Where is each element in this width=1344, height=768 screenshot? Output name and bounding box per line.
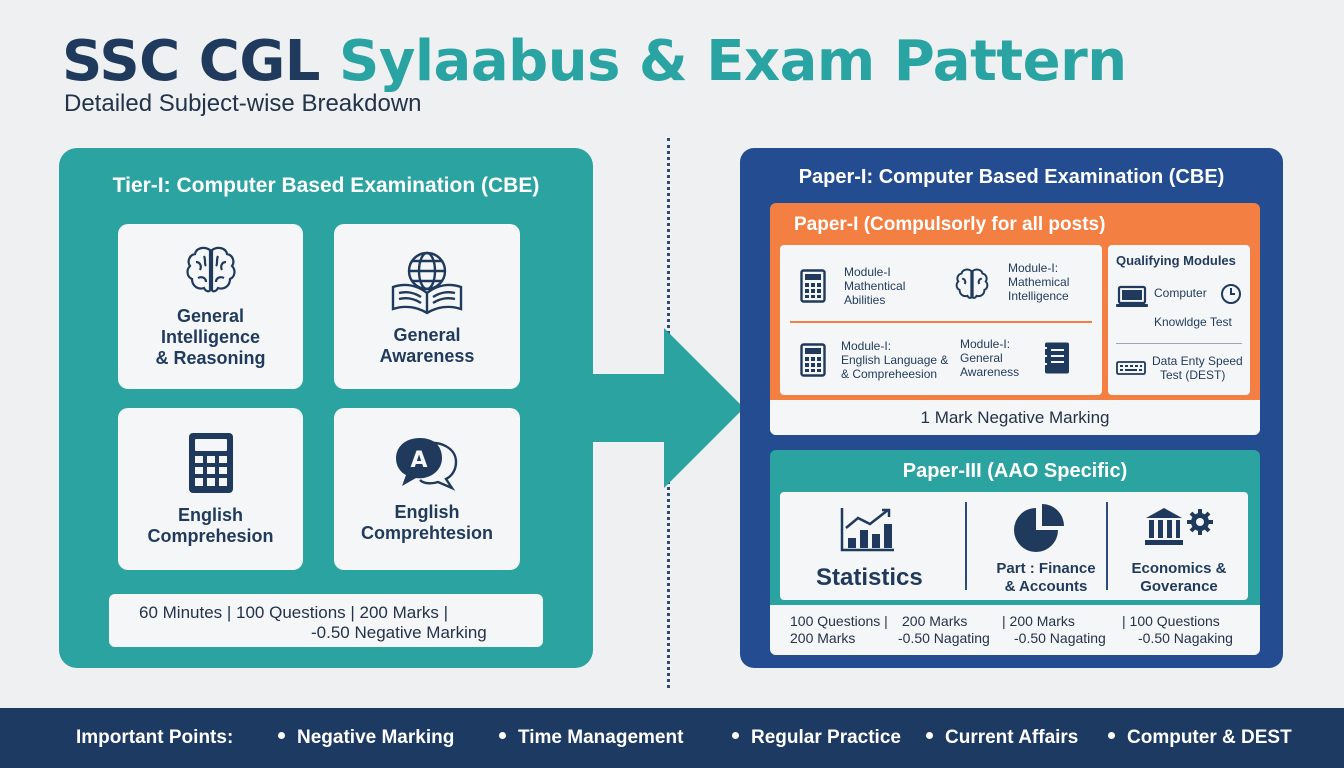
qualifying-computer: Computer bbox=[1154, 286, 1207, 300]
aao-sections: Statistics Part : Finance& Accounts Econ bbox=[780, 492, 1248, 600]
brain-icon bbox=[955, 268, 989, 299]
aao-separator bbox=[1106, 502, 1108, 590]
qualifying-separator bbox=[1116, 343, 1242, 344]
bullet-icon bbox=[499, 732, 506, 740]
speech-bubble-icon: A bbox=[396, 438, 458, 491]
card-label: General Intelligence & Reasoning bbox=[155, 306, 266, 368]
calculator-icon bbox=[800, 269, 826, 303]
tier1-footer-line1: 60 Minutes | 100 Questions | 200 Marks | bbox=[139, 603, 449, 622]
paper1-negative-marking: 1 Mark Negative Marking bbox=[770, 400, 1260, 435]
card-label: English Comprehesion bbox=[147, 505, 274, 546]
paper3-footer-col1: 100 Questions |200 Marks bbox=[790, 613, 888, 646]
important-points-bar: Important Points: Negative Marking Time … bbox=[0, 708, 1344, 768]
compulsory-title: Paper-I (Compulsorly for all posts) bbox=[794, 214, 1106, 235]
page-subtitle: Detailed Subject-wise Breakdown bbox=[64, 90, 422, 117]
compulsory-box: Paper-I (Compulsorly for all posts) Modu… bbox=[770, 203, 1260, 435]
aao-statistics: Statistics bbox=[816, 564, 923, 591]
paper1-panel: Paper-I: Computer Based Examination (CBE… bbox=[740, 148, 1283, 668]
globe-book-icon bbox=[391, 251, 463, 314]
tier1-footer: 60 Minutes | 100 Questions | 200 Marks |… bbox=[109, 594, 543, 647]
bullet-icon bbox=[926, 732, 933, 740]
card-general-intelligence[interactable]: General Intelligence & Reasoning bbox=[118, 224, 303, 389]
keyboard-icon bbox=[1116, 361, 1146, 375]
module-english-language: Module-I:English Language && Compreheesi… bbox=[841, 339, 949, 381]
qualifying-modules-box: Qualifying Modules Computer Knowldge Tes… bbox=[1108, 245, 1250, 395]
clock-icon bbox=[1221, 284, 1241, 304]
paper3-footer-col2: 200 Marks-0.50 Nagating bbox=[898, 613, 990, 646]
point-time-management: Time Management bbox=[499, 708, 683, 768]
point-computer-dest: Computer & DEST bbox=[1108, 708, 1292, 768]
paper1-title: Paper-I: Computer Based Examination (CBE… bbox=[798, 166, 1225, 188]
paper3-footer-col4: | 100 Questions-0.50 Nagaking bbox=[1122, 613, 1233, 646]
aao-separator bbox=[965, 502, 967, 590]
tier1-footer-line2: -0.50 Negative Marking bbox=[311, 623, 487, 642]
card-english-comprehension-1[interactable]: English Comprehesion bbox=[118, 408, 303, 570]
brain-icon bbox=[185, 246, 236, 293]
point-current-affairs: Current Affairs bbox=[926, 708, 1078, 768]
paper3-title: Paper-III (AAO Specific) bbox=[902, 460, 1128, 482]
aao-economics-governance: Economics &Goverance bbox=[1131, 560, 1227, 595]
svg-text:A: A bbox=[410, 448, 427, 473]
bullet-icon bbox=[278, 732, 285, 740]
calculator-icon bbox=[188, 433, 233, 493]
module-separator bbox=[790, 321, 1092, 323]
important-label: Important Points: bbox=[76, 727, 234, 748]
qualifying-knowledge: Knowldge Test bbox=[1154, 315, 1232, 329]
bullet-icon bbox=[1108, 732, 1115, 740]
page-title: SSC CGL Sylaabus & Exam Pattern bbox=[62, 30, 1127, 94]
qualifying-dest: Data Enty Speed Test (DEST) bbox=[1152, 354, 1243, 382]
calculator-icon bbox=[800, 343, 826, 377]
paper3-footer-col3: | 200 Marks-0.50 Nagating bbox=[1002, 613, 1106, 646]
tier1-panel: Tier-I: Computer Based Examination (CBE)… bbox=[59, 148, 593, 668]
bullet-icon bbox=[732, 732, 739, 740]
title-part1: SSC CGL bbox=[62, 29, 321, 94]
card-label: General Awareness bbox=[379, 324, 475, 366]
notebook-icon bbox=[1043, 342, 1069, 374]
laptop-icon bbox=[1116, 285, 1148, 307]
card-general-awareness[interactable]: General Awareness bbox=[334, 224, 520, 389]
pie-chart-icon bbox=[1014, 504, 1064, 552]
card-english-comprehension-2[interactable]: A English Comprehtesion bbox=[334, 408, 520, 570]
tier1-title: Tier-I: Computer Based Examination (CBE) bbox=[112, 174, 540, 197]
qualifying-title: Qualifying Modules bbox=[1116, 253, 1236, 268]
aao-finance-accounts: Part : Finance& Accounts bbox=[996, 560, 1096, 595]
arrow-right-icon bbox=[590, 328, 744, 488]
point-regular-practice: Regular Practice bbox=[732, 708, 901, 768]
point-negative-marking: Negative Marking bbox=[278, 708, 454, 768]
card-label: English Comprehtesion bbox=[360, 502, 493, 543]
paper3-footer: 100 Questions |200 Marks 200 Marks-0.50 … bbox=[770, 605, 1260, 655]
bar-chart-icon bbox=[840, 508, 894, 552]
paper3-box: Paper-III (AAO Specific) Statistics Part… bbox=[770, 450, 1260, 655]
title-part2: Sylaabus & Exam Pattern bbox=[339, 29, 1127, 94]
bank-gear-icon bbox=[1145, 508, 1213, 545]
